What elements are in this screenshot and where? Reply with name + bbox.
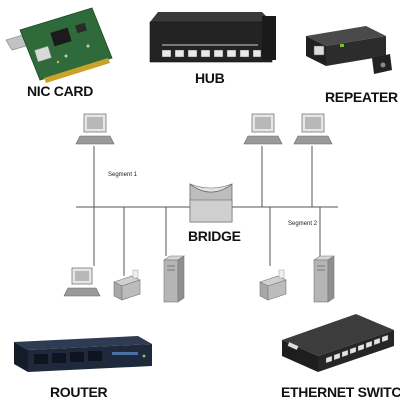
repeater-label: REPEATER bbox=[325, 89, 398, 105]
segment-2-label: Segment 2 bbox=[288, 221, 318, 227]
repeater-image bbox=[306, 26, 392, 74]
nic-card-label: NIC CARD bbox=[27, 83, 94, 99]
router-image bbox=[14, 336, 152, 372]
computer-icon bbox=[243, 113, 283, 145]
server-tower-icon bbox=[313, 255, 335, 303]
bridge-label: BRIDGE bbox=[188, 228, 241, 244]
nic-card-image bbox=[5, 7, 113, 83]
computer-icon bbox=[63, 267, 101, 297]
network-cabling bbox=[76, 146, 338, 276]
segment-1-label: Segment 1 bbox=[108, 172, 138, 178]
computer-icon bbox=[293, 113, 333, 145]
server-tower-icon bbox=[163, 255, 185, 303]
ethernet-switch-label: ETHERNET SWITCH bbox=[281, 384, 400, 400]
hub-image bbox=[149, 12, 276, 63]
ethernet-switch-image bbox=[282, 314, 394, 372]
bridge-icon bbox=[189, 183, 233, 223]
computer-icon bbox=[75, 113, 115, 145]
router-label: ROUTER bbox=[50, 384, 108, 400]
hub-label: HUB bbox=[195, 70, 225, 86]
printer-icon bbox=[259, 269, 287, 301]
printer-icon bbox=[113, 269, 141, 301]
